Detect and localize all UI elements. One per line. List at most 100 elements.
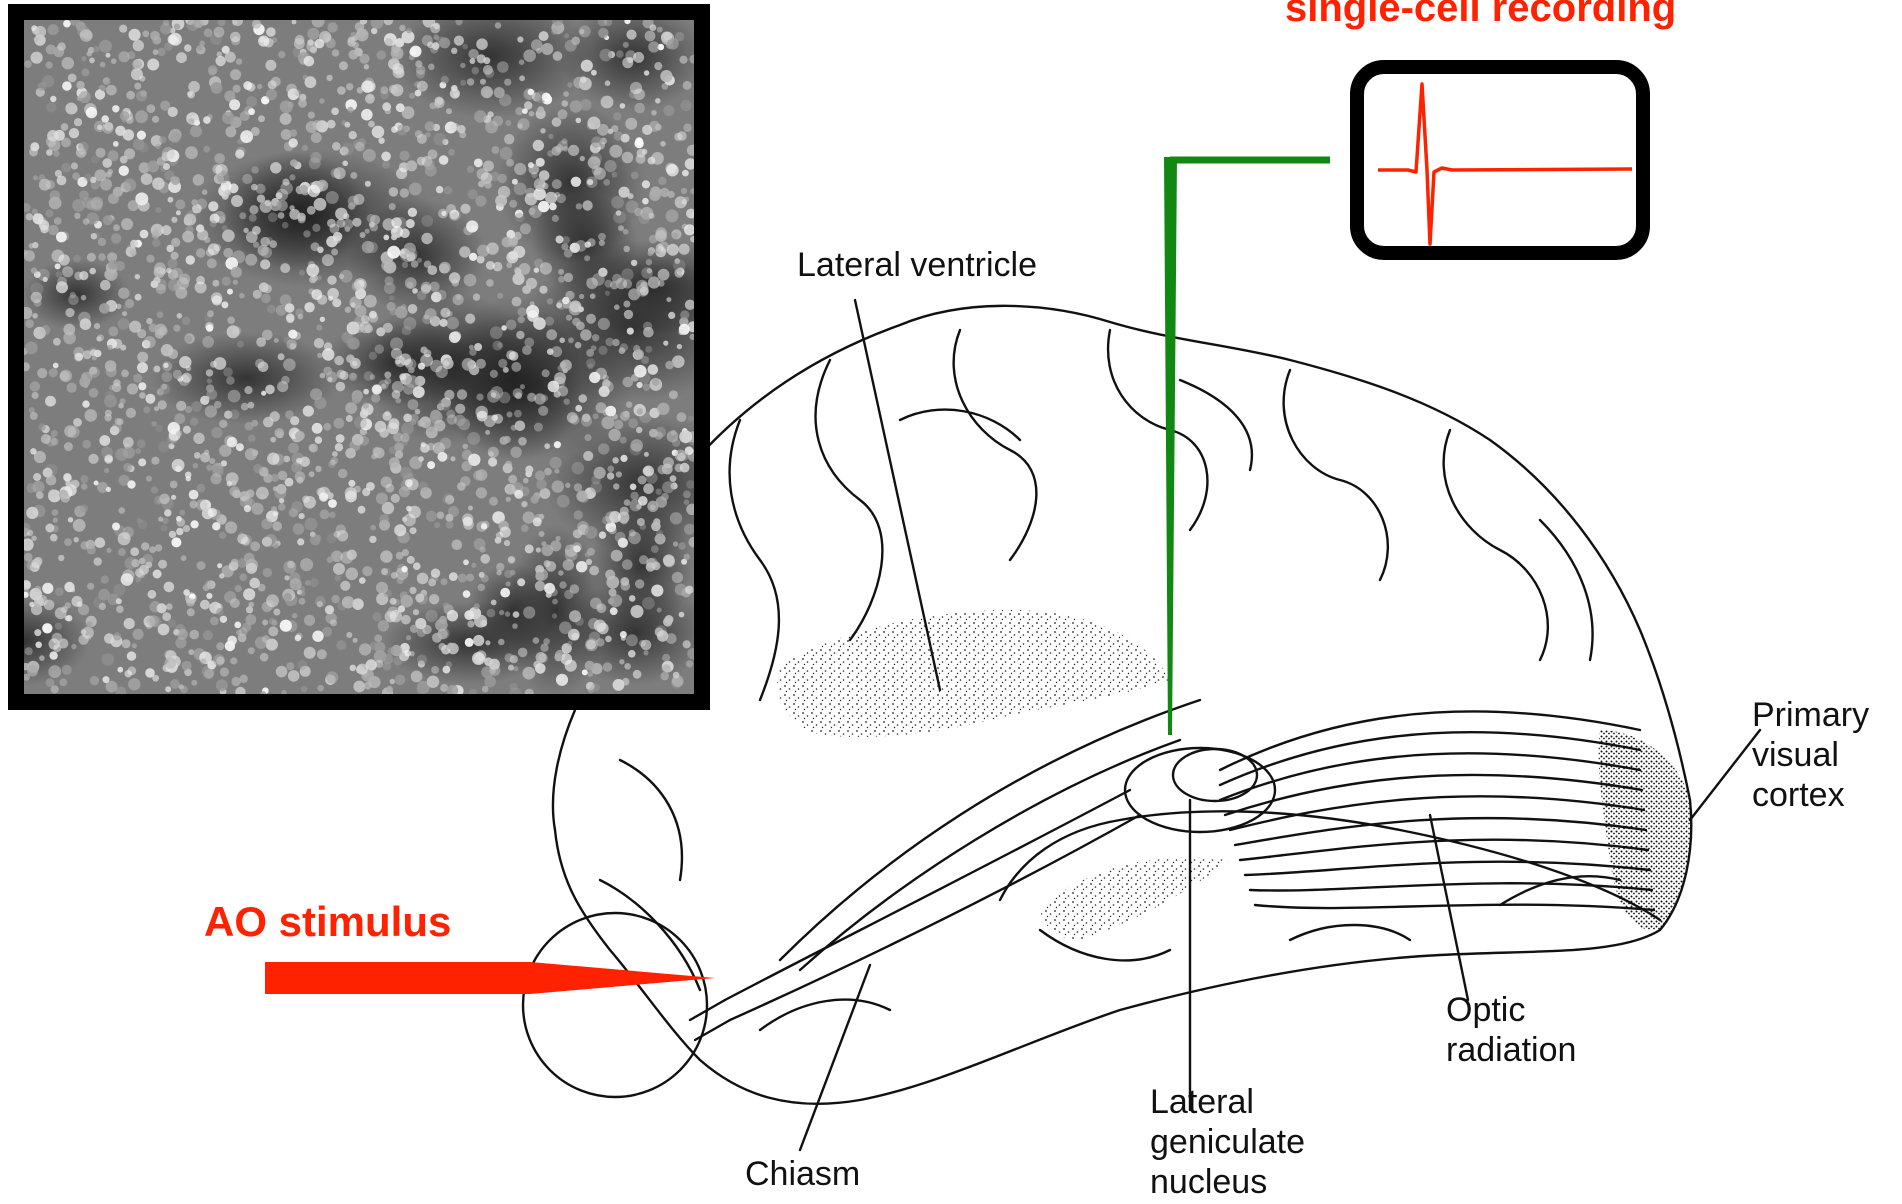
cone-photoreceptor	[258, 245, 269, 256]
cone-photoreceptor	[439, 37, 450, 48]
cone-photoreceptor	[637, 518, 645, 526]
cone-photoreceptor	[83, 218, 90, 225]
cone-photoreceptor	[592, 273, 605, 286]
cone-photoreceptor	[410, 625, 418, 633]
cone-photoreceptor	[579, 394, 588, 403]
cone-photoreceptor	[594, 167, 606, 179]
cone-photoreceptor	[531, 39, 543, 51]
cone-photoreceptor	[164, 509, 171, 516]
cone-photoreceptor	[280, 620, 292, 632]
cone-photoreceptor	[166, 603, 173, 610]
cone-photoreceptor	[425, 121, 435, 131]
cone-photoreceptor	[657, 27, 663, 33]
cone-photoreceptor	[99, 603, 106, 610]
cone-photoreceptor	[246, 96, 257, 107]
cone-photoreceptor	[436, 446, 442, 452]
cone-photoreceptor	[448, 506, 459, 517]
cone-photoreceptor	[177, 629, 188, 640]
cone-photoreceptor	[580, 329, 591, 340]
cone-photoreceptor	[390, 598, 397, 605]
cone-photoreceptor	[523, 606, 535, 618]
cone-photoreceptor	[166, 268, 172, 274]
cone-photoreceptor	[541, 43, 553, 55]
cone-photoreceptor	[526, 305, 539, 318]
cone-photoreceptor	[200, 600, 210, 610]
cone-photoreceptor	[79, 149, 85, 155]
cone-photoreceptor	[449, 572, 458, 581]
cone-photoreceptor	[519, 59, 525, 65]
cone-photoreceptor	[353, 194, 364, 205]
cone-photoreceptor	[352, 218, 361, 227]
cone-photoreceptor	[390, 679, 395, 684]
cone-photoreceptor	[540, 488, 551, 499]
cone-photoreceptor	[669, 390, 678, 399]
cone-photoreceptor	[345, 448, 356, 459]
cone-photoreceptor	[683, 123, 692, 132]
cone-photoreceptor	[587, 122, 594, 129]
cone-photoreceptor	[535, 581, 545, 591]
cone-photoreceptor	[238, 634, 247, 643]
cone-photoreceptor	[464, 274, 477, 287]
cone-photoreceptor	[391, 234, 397, 240]
cone-photoreceptor	[324, 342, 332, 350]
cone-photoreceptor	[656, 489, 662, 495]
cone-photoreceptor	[288, 443, 299, 454]
cone-photoreceptor	[208, 243, 220, 255]
cone-photoreceptor	[585, 526, 598, 539]
cone-photoreceptor	[116, 304, 122, 310]
cone-photoreceptor	[327, 120, 336, 129]
cone-photoreceptor	[431, 666, 439, 674]
cone-photoreceptor	[62, 81, 72, 91]
cone-photoreceptor	[326, 671, 338, 683]
cone-photoreceptor	[439, 616, 447, 624]
cone-photoreceptor	[126, 91, 135, 100]
cone-photoreceptor	[104, 455, 113, 464]
cone-photoreceptor	[336, 219, 345, 228]
sulcus-6	[1444, 430, 1548, 660]
optic-tract	[800, 740, 1180, 970]
cone-photoreceptor	[528, 89, 534, 95]
cone-photoreceptor	[572, 633, 580, 641]
leader-chiasm	[800, 965, 870, 1150]
cone-photoreceptor	[434, 98, 444, 108]
cone-photoreceptor	[363, 403, 369, 409]
cone-photoreceptor	[245, 254, 257, 266]
cone-photoreceptor	[498, 359, 507, 368]
cone-photoreceptor	[410, 527, 417, 534]
cone-photoreceptor	[182, 231, 194, 243]
cone-photoreceptor	[126, 408, 136, 418]
cone-photoreceptor	[424, 261, 431, 268]
cone-photoreceptor	[206, 465, 212, 471]
cone-photoreceptor	[587, 179, 593, 185]
cone-photoreceptor	[202, 189, 208, 195]
cone-photoreceptor	[609, 526, 617, 534]
cone-photoreceptor	[315, 596, 326, 607]
cone-photoreceptor	[406, 160, 417, 171]
cone-photoreceptor	[281, 376, 289, 384]
spike-waveform-display	[1350, 60, 1650, 260]
cone-photoreceptor	[117, 667, 123, 673]
cone-photoreceptor	[549, 203, 557, 211]
cone-photoreceptor	[139, 558, 146, 565]
cone-photoreceptor	[670, 512, 682, 524]
cone-photoreceptor	[290, 343, 296, 349]
cone-photoreceptor	[246, 489, 254, 497]
cone-photoreceptor	[278, 212, 285, 219]
cone-photoreceptor	[478, 584, 485, 591]
cone-photoreceptor	[197, 484, 206, 493]
cone-photoreceptor	[203, 146, 210, 153]
cone-photoreceptor	[467, 432, 480, 445]
cone-photoreceptor	[408, 208, 417, 217]
cone-photoreceptor	[605, 338, 614, 347]
lateral-ventricle-region	[777, 610, 1170, 737]
cone-photoreceptor	[219, 420, 227, 428]
cone-photoreceptor	[463, 519, 474, 530]
cone-photoreceptor	[612, 172, 618, 178]
cone-photoreceptor	[295, 471, 306, 482]
cone-photoreceptor	[26, 507, 38, 519]
cone-photoreceptor	[529, 111, 534, 116]
cone-photoreceptor	[384, 282, 396, 294]
cone-photoreceptor	[518, 316, 525, 323]
cone-photoreceptor	[552, 215, 559, 222]
cone-photoreceptor	[349, 131, 357, 139]
